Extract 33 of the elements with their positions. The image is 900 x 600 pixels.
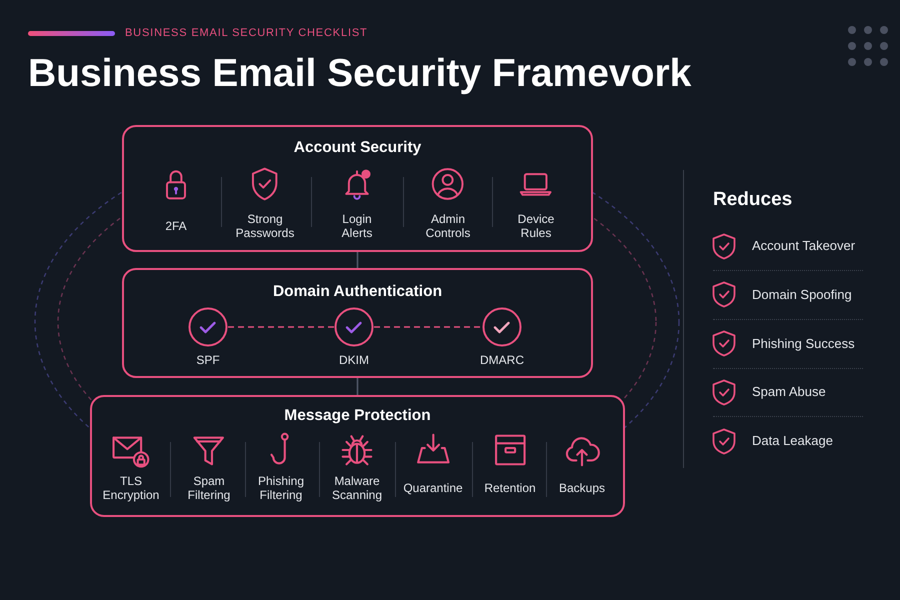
page-title: Business Email Security Framevork xyxy=(28,51,692,97)
item-label: Quarantine xyxy=(403,481,463,495)
item-label: Strong Passwords xyxy=(236,212,294,240)
item-label: SPF xyxy=(196,353,220,367)
item-label: DKIM xyxy=(339,353,369,367)
dashed-connector-line xyxy=(374,326,482,328)
risk-item-text: Phishing Success xyxy=(752,336,855,352)
item-label: Retention xyxy=(484,481,536,495)
panel-heading: Reduces xyxy=(713,189,792,211)
dashed-connector-line xyxy=(228,326,334,328)
risk-item-text: Domain Spoofing xyxy=(752,286,852,303)
item-label: 2FA xyxy=(165,219,187,233)
risk-item-text: Spam Abuse xyxy=(752,384,826,400)
risk-item-text: Account Takeover xyxy=(752,238,856,254)
connector-line xyxy=(356,378,358,395)
item-label: Backups xyxy=(558,481,606,495)
risk-item-text: Data Leakage xyxy=(752,433,833,449)
kicker-text: BUSINESS EMAIL SECURITY CHECKLIST xyxy=(125,27,368,40)
section-heading: Domain Authentication xyxy=(272,282,442,301)
item-label: Login Alerts xyxy=(342,212,372,240)
section-panel xyxy=(122,268,593,378)
item-label: TLS Encryption xyxy=(102,474,160,502)
connector-line xyxy=(356,252,358,268)
section-panel xyxy=(122,125,593,252)
item-label: DMARC xyxy=(480,353,524,367)
section-panel xyxy=(90,395,625,517)
item-label: Spam Filtering xyxy=(188,474,230,502)
section-heading: Message Protection xyxy=(284,406,431,425)
section-heading: Account Security xyxy=(294,138,422,157)
item-label: Malware Scanning xyxy=(332,474,382,502)
item-label: Device Rules xyxy=(518,212,554,240)
item-label: Phishing Filtering xyxy=(258,474,304,502)
item-label: Admin Controls xyxy=(426,212,470,240)
